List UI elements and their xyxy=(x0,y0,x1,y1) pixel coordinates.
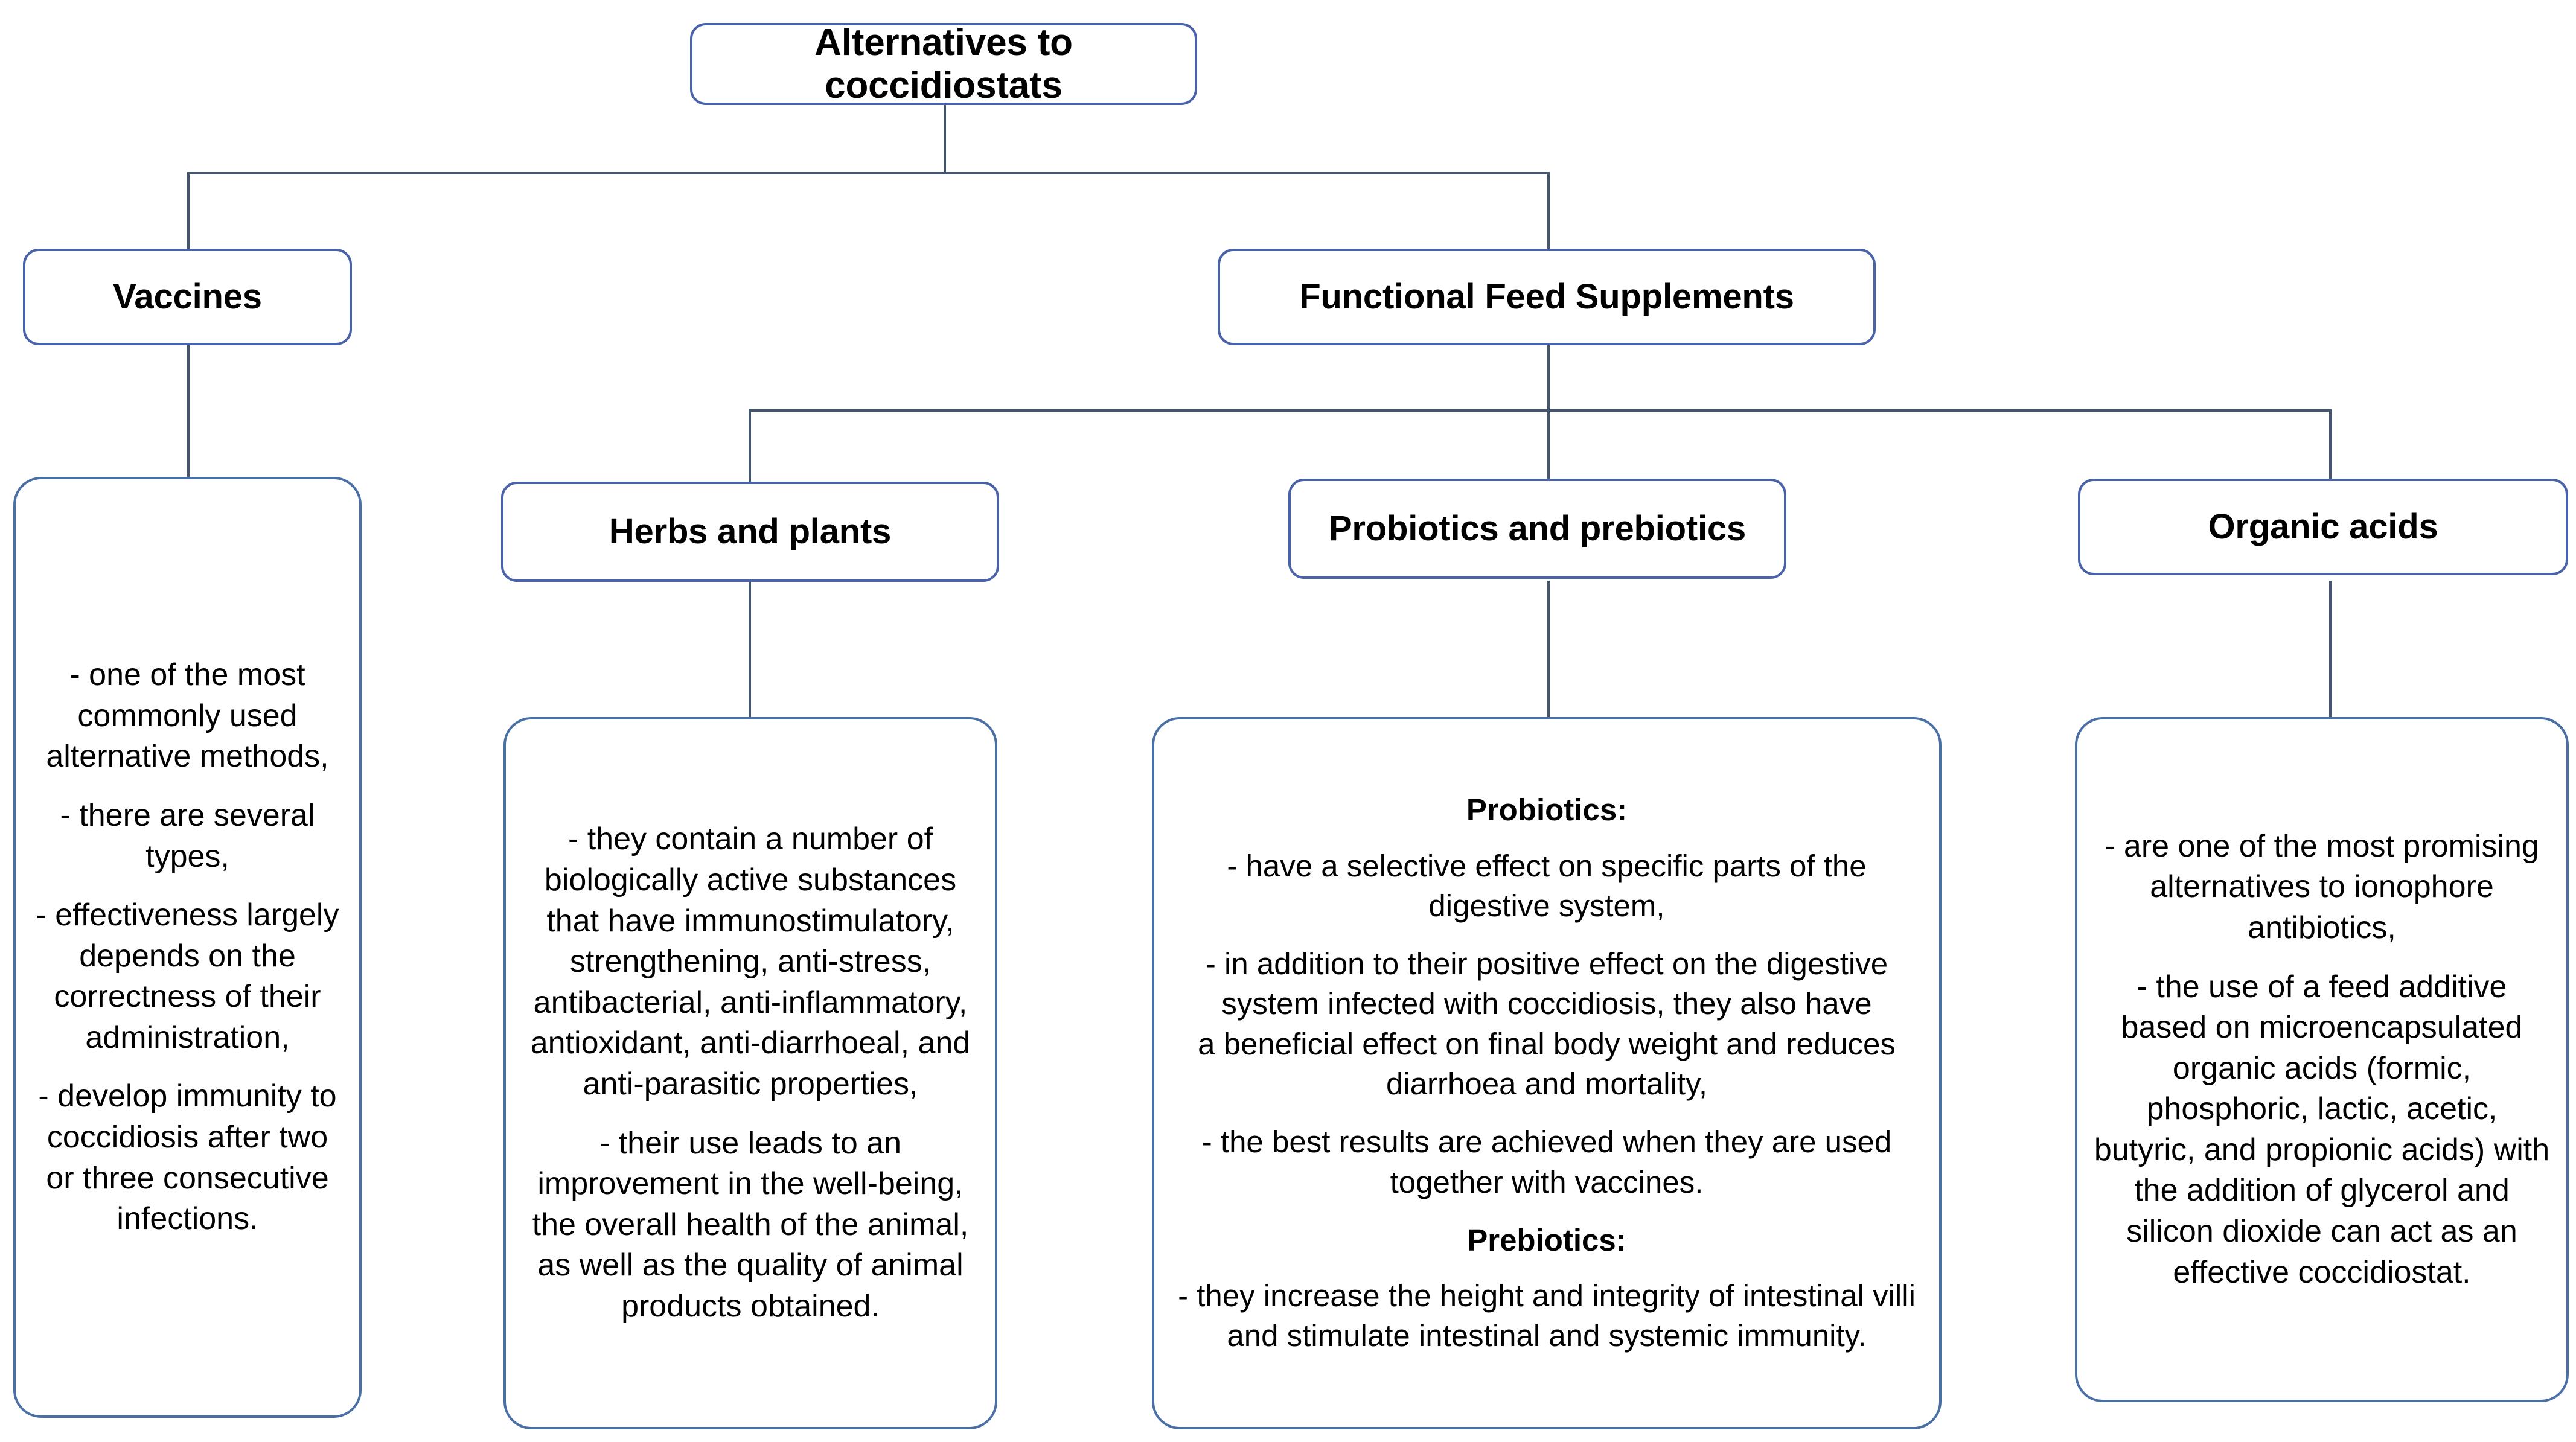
node-vaccines-label: Vaccines xyxy=(113,276,262,316)
connector-root-stub xyxy=(944,104,946,172)
connector-level2-bus xyxy=(749,409,2332,412)
detail-herbs-and-plants[interactable]: - they contain a number of biologically … xyxy=(503,717,997,1429)
connector-herbs-to-detail xyxy=(749,581,751,718)
detail-herbs-item-0: - they contain a number of biologically … xyxy=(530,821,971,1102)
node-organic-acids-label: Organic acids xyxy=(2208,506,2438,546)
detail-probiotics-item-3: - the best results are achieved when the… xyxy=(1201,1125,1892,1199)
connector-to-organic-acids xyxy=(2329,409,2332,482)
connector-vaccines-to-detail xyxy=(187,344,190,478)
detail-probiotics-item-2: a beneficial effect on final body weight… xyxy=(1198,1026,1896,1101)
connector-organic-to-detail xyxy=(2329,581,2332,718)
node-probiotics-and-prebiotics[interactable]: Probiotics and prebiotics xyxy=(1288,479,1786,579)
connector-to-functional-feed xyxy=(1547,172,1550,249)
connector-to-vaccines xyxy=(187,172,190,249)
node-organic-acids[interactable]: Organic acids xyxy=(2078,479,2568,575)
node-herbs-and-plants-label: Herbs and plants xyxy=(609,511,892,551)
detail-prebiotics-item-0: - they increase the height and integrity… xyxy=(1178,1278,1916,1353)
detail-probiotics-heading-1: Prebiotics: xyxy=(1467,1222,1626,1257)
detail-probiotics-item-0: - have a selective effect on specific pa… xyxy=(1227,848,1867,923)
detail-probiotics-heading-0: Probiotics: xyxy=(1466,793,1628,828)
detail-vaccines-item-2: - effectiveness largely depends on the c… xyxy=(36,898,339,1055)
node-functional-feed-supplements-label: Functional Feed Supplements xyxy=(1299,276,1794,316)
connector-probiotics-to-detail xyxy=(1547,581,1550,718)
detail-probiotics-and-prebiotics[interactable]: Probiotics: - have a selective effect on… xyxy=(1152,717,1942,1429)
detail-herbs-item-1: - their use leads to an improvement in t… xyxy=(532,1125,969,1324)
connector-level1-bus xyxy=(187,172,1550,174)
detail-organic-item-0: - are one of the most promising alternat… xyxy=(2105,828,2539,945)
node-probiotics-and-prebiotics-label: Probiotics and prebiotics xyxy=(1328,508,1747,548)
node-root-label: Alternatives to coccidiostats xyxy=(814,21,1073,106)
detail-vaccines[interactable]: - one of the most commonly used alternat… xyxy=(13,477,362,1418)
detail-organic-item-1: - the use of a feed additive based on mi… xyxy=(2094,969,2550,1290)
detail-vaccines-item-0: - one of the most commonly used alternat… xyxy=(46,657,329,774)
node-vaccines[interactable]: Vaccines xyxy=(23,249,352,345)
connector-to-probiotics xyxy=(1547,409,1550,482)
node-herbs-and-plants[interactable]: Herbs and plants xyxy=(501,482,999,582)
node-root[interactable]: Alternatives to coccidiostats xyxy=(690,21,1197,106)
detail-vaccines-item-3: - develop immunity to coccidiosis after … xyxy=(38,1079,337,1237)
connector-to-herbs xyxy=(749,409,751,482)
detail-vaccines-item-1: - there are several types, xyxy=(60,797,315,874)
detail-organic-acids[interactable]: - are one of the most promising alternat… xyxy=(2075,717,2569,1402)
detail-probiotics-item-1: - in addition to their positive effect o… xyxy=(1205,946,1888,1021)
node-functional-feed-supplements[interactable]: Functional Feed Supplements xyxy=(1218,249,1876,345)
connector-ffs-stub xyxy=(1547,344,1550,410)
